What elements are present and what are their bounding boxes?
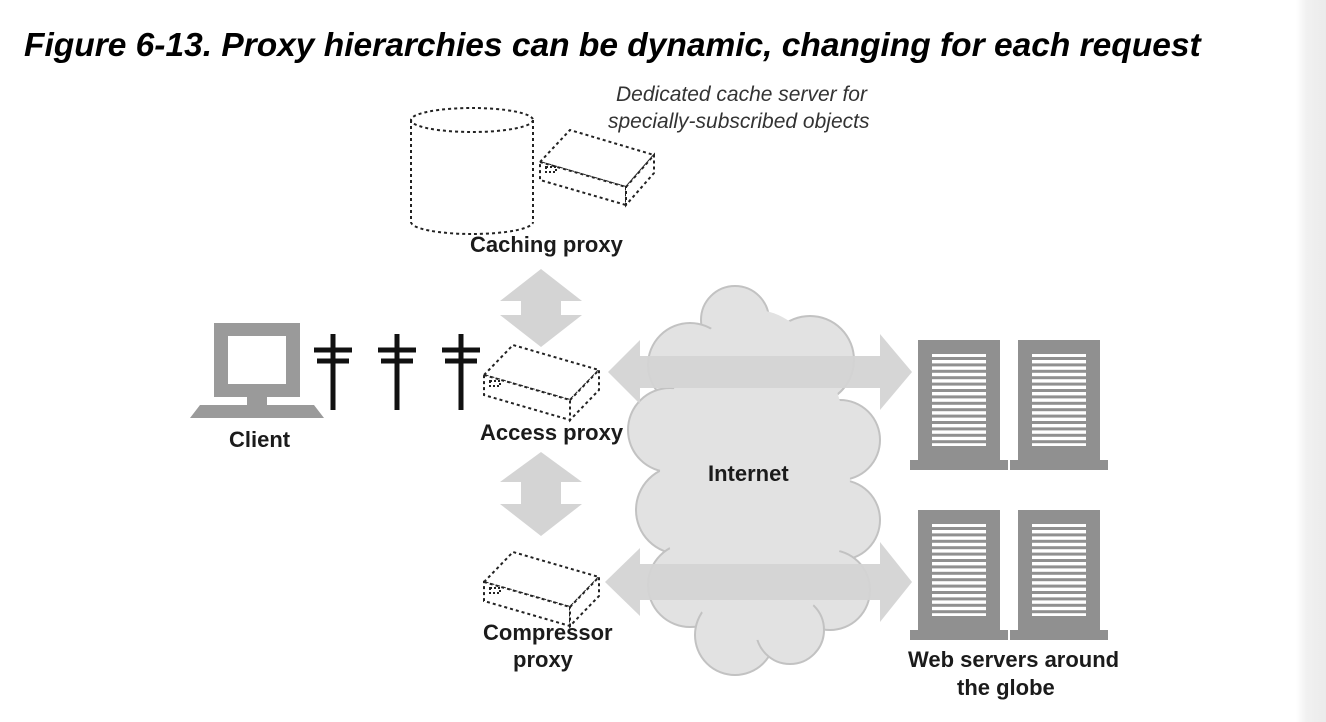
- client-computer-icon: [190, 323, 324, 418]
- internet-arrow-upper: [608, 334, 912, 410]
- vertical-arrow-access-compressor: [500, 452, 582, 536]
- compressor-proxy-label-line1: Compressor: [483, 620, 613, 645]
- network-connector-icons: [314, 334, 480, 410]
- cache-note-line2: specially-subscribed objects: [608, 110, 870, 133]
- page-edge-shadow: [1296, 0, 1326, 722]
- access-proxy-label: Access proxy: [480, 420, 624, 445]
- web-servers-label-line2: the globe: [957, 675, 1055, 700]
- access-proxy-box: [482, 343, 601, 423]
- web-server-icon: [1010, 340, 1108, 470]
- client-label: Client: [229, 427, 291, 452]
- figure-title: Figure 6-13. Proxy hierarchies can be dy…: [24, 27, 1201, 64]
- vertical-arrow-cache-access: [500, 269, 582, 347]
- internet-label: Internet: [708, 461, 789, 486]
- web-server-icon: [1010, 510, 1108, 640]
- cache-note-line1: Dedicated cache server for: [616, 83, 868, 106]
- web-server-icon: [910, 510, 1008, 640]
- compressor-proxy-label-line2: proxy: [513, 647, 574, 672]
- internet-arrow-lower: [605, 542, 912, 622]
- internet-cloud-core: [660, 310, 850, 640]
- web-server-icons: [910, 340, 1108, 640]
- web-server-icon: [910, 340, 1008, 470]
- caching-proxy-label: Caching proxy: [470, 232, 624, 257]
- web-servers-label-line1: Web servers around: [908, 647, 1119, 672]
- dedicated-cache-server-box: [538, 128, 656, 208]
- compressor-proxy-box: [482, 550, 601, 629]
- caching-proxy-cylinder: [410, 107, 534, 235]
